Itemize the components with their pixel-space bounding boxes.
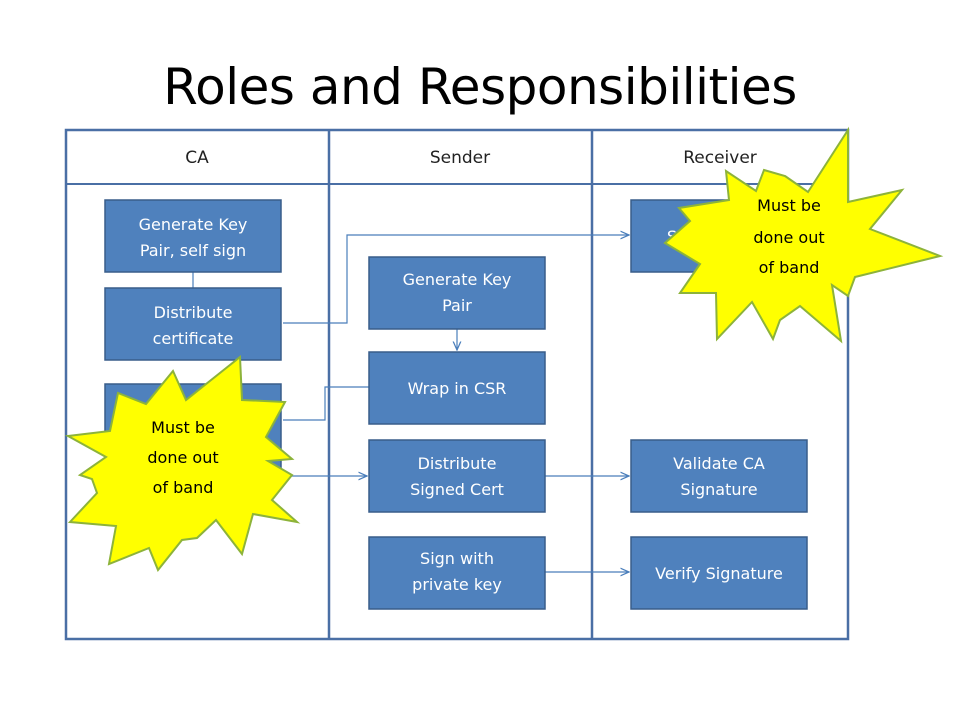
callout-text-line: done out — [753, 228, 824, 247]
box-label-line: certificate — [153, 329, 234, 348]
box-label-line: Distribute — [418, 454, 497, 473]
callout-star-top-right: Must be done out of band — [663, 126, 944, 344]
box-label-line: Sign with — [420, 549, 494, 568]
slide-title: Roles and Responsibilities — [163, 58, 797, 116]
box-label-line: private key — [412, 575, 502, 594]
sender-box-distribute-signed-cert: Distribute Signed Cert — [368, 439, 546, 513]
receiver-box-verify-signature: Verify Signature — [630, 536, 808, 610]
box-label-line: Distribute — [154, 303, 233, 322]
callout-text-line: of band — [153, 478, 214, 497]
sender-box-sign-with-private-key: Sign with private key — [368, 536, 546, 610]
callout-star-bottom-left: Must be done out of band — [64, 354, 301, 572]
callout-text-line: of band — [759, 258, 820, 277]
box-label-line: Wrap in CSR — [408, 379, 507, 398]
box-label-line: Signed Cert — [410, 480, 504, 499]
swimlane-frame — [64, 128, 850, 641]
connectors — [192, 235, 629, 572]
sender-box-generate-key-pair: Generate Key Pair — [368, 256, 546, 330]
box-label-line: Verify Signature — [655, 564, 783, 583]
lane-label-sender: Sender — [430, 148, 490, 168]
lane-label-ca: CA — [185, 148, 209, 168]
box-label-line: Pair — [442, 296, 472, 315]
callout-text-line: Must be — [757, 196, 821, 215]
box-label-line: Generate Key — [139, 215, 248, 234]
lane-label-receiver: Receiver — [683, 148, 757, 168]
sender-box-wrap-in-csr: Wrap in CSR — [368, 351, 546, 425]
box-label-line: Signature — [680, 480, 757, 499]
box-label-line: Generate Key — [403, 270, 512, 289]
connector-csr-to-ca — [283, 386, 369, 421]
connector-distribute-to-store — [283, 235, 629, 324]
box-label-line: Validate CA — [673, 454, 765, 473]
callout-text-line: done out — [147, 448, 218, 467]
ca-box-generate-key-pair-self-sign: Generate Key Pair, self sign — [104, 199, 282, 273]
callout-text-line: Must be — [151, 418, 215, 437]
box-label-line: Pair, self sign — [140, 241, 246, 260]
ca-box-distribute-certificate: Distribute certificate — [104, 287, 282, 361]
receiver-box-validate-ca-signature: Validate CA Signature — [630, 439, 808, 513]
